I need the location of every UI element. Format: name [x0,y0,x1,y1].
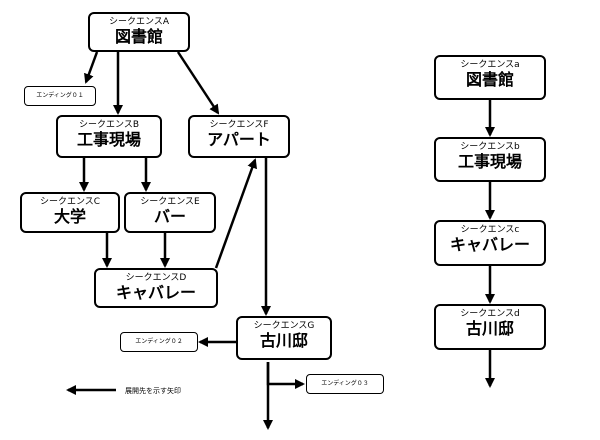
node-sequence-b-lower: シークエンスb 工事現場 [434,137,546,182]
node-sequence-a-lower: シークエンスa 図書館 [434,55,546,100]
legend-label: 展開先を示す矢印 [125,387,181,395]
node-sequence-f-sub: シークエンスF [209,120,269,130]
node-sequence-d: シークエンスD キャバレー [94,268,218,308]
node-sequence-b-main: 工事現場 [76,130,141,149]
node-sequence-c-lower-sub: シークエンスc [460,225,520,235]
node-sequence-c-lower-main: キャバレー [449,235,530,254]
node-sequence-e-sub: シークエンスE [140,197,200,207]
node-sequence-a-main: 図書館 [114,27,163,46]
node-sequence-b-lower-main: 工事現場 [457,152,522,171]
arrow-d-to-f [214,158,257,269]
node-sequence-d-sub: シークエンスD [125,273,187,283]
node-sequence-a-lower-main: 図書館 [465,70,514,89]
arrow-a-to-ending01 [84,51,99,84]
ending-03: エンディング０３ [306,374,384,394]
node-sequence-d-lower: シークエンスd 古川邸 [434,304,546,350]
node-sequence-d-lower-sub: シークエンスd [460,309,520,319]
node-sequence-c-main: 大学 [53,207,86,226]
node-sequence-f-main: アパート [207,130,271,149]
ending-01: エンディング０１ [24,86,96,106]
node-sequence-b-sub: シークエンスB [79,120,139,130]
node-sequence-g-sub: シークエンスG [253,321,315,331]
node-sequence-e-main: バー [153,207,186,226]
node-sequence-g: シークエンスG 古川邸 [236,316,332,360]
arrow-g-to-ending03 [266,362,305,389]
node-sequence-d-lower-main: 古川邸 [465,319,514,338]
node-sequence-f: シークエンスF アパート [188,115,290,158]
node-sequence-b: シークエンスB 工事現場 [56,115,162,158]
arrow-a-to-f [176,51,220,115]
node-sequence-a-sub: シークエンスA [109,17,169,27]
node-sequence-c-sub: シークエンスC [39,197,101,207]
node-sequence-d-main: キャバレー [115,283,196,302]
node-sequence-c-lower: シークエンスc キャバレー [434,220,546,266]
node-sequence-c: シークエンスC 大学 [20,192,120,233]
ending-02: エンディング０２ [120,332,198,352]
node-sequence-b-lower-sub: シークエンスb [460,142,520,152]
node-sequence-g-main: 古川邸 [259,331,308,350]
node-sequence-e: シークエンスE バー [124,192,216,233]
node-sequence-a: シークエンスA 図書館 [88,12,190,52]
node-sequence-a-lower-sub: シークエンスa [460,60,520,70]
